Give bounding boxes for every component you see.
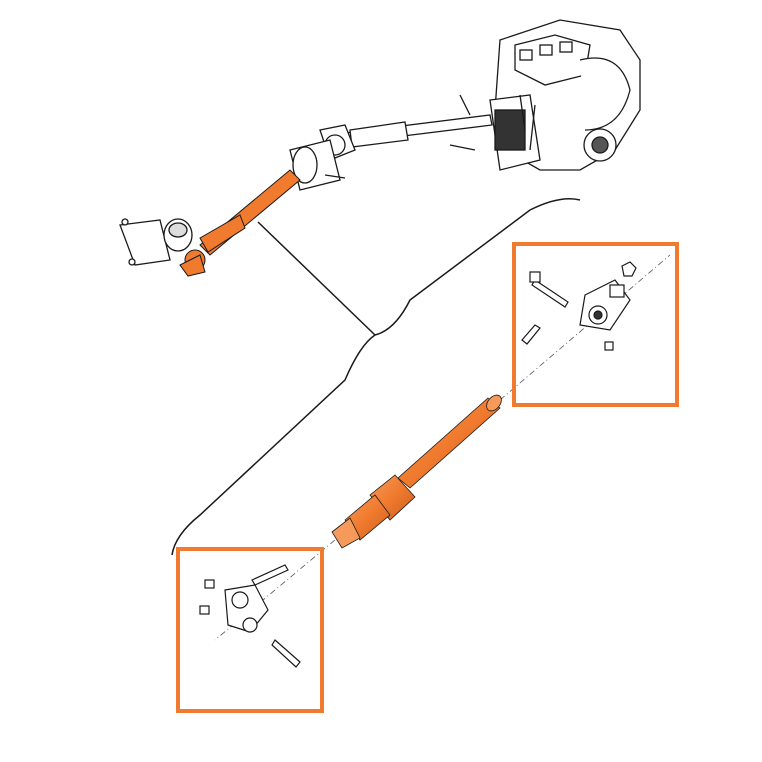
universal-joint-icon [579, 279, 631, 331]
nut-icon [604, 261, 637, 351]
steering-shaft-icon [331, 394, 502, 549]
bolt-icon [521, 271, 569, 345]
detail-box-lower-joint [176, 547, 324, 713]
nut-lower-icon [199, 579, 215, 615]
steering-box-bracket-icon [119, 218, 193, 266]
universal-joint-lower-icon [224, 584, 269, 633]
upper-shaft-icon [289, 114, 493, 191]
detail-box-upper-joint [512, 242, 679, 407]
bolt-lower-icon [251, 564, 301, 668]
steering-gear-icon [449, 19, 641, 171]
callout-line [171, 198, 581, 556]
highlighted-steering-shaft-upper [179, 169, 301, 277]
